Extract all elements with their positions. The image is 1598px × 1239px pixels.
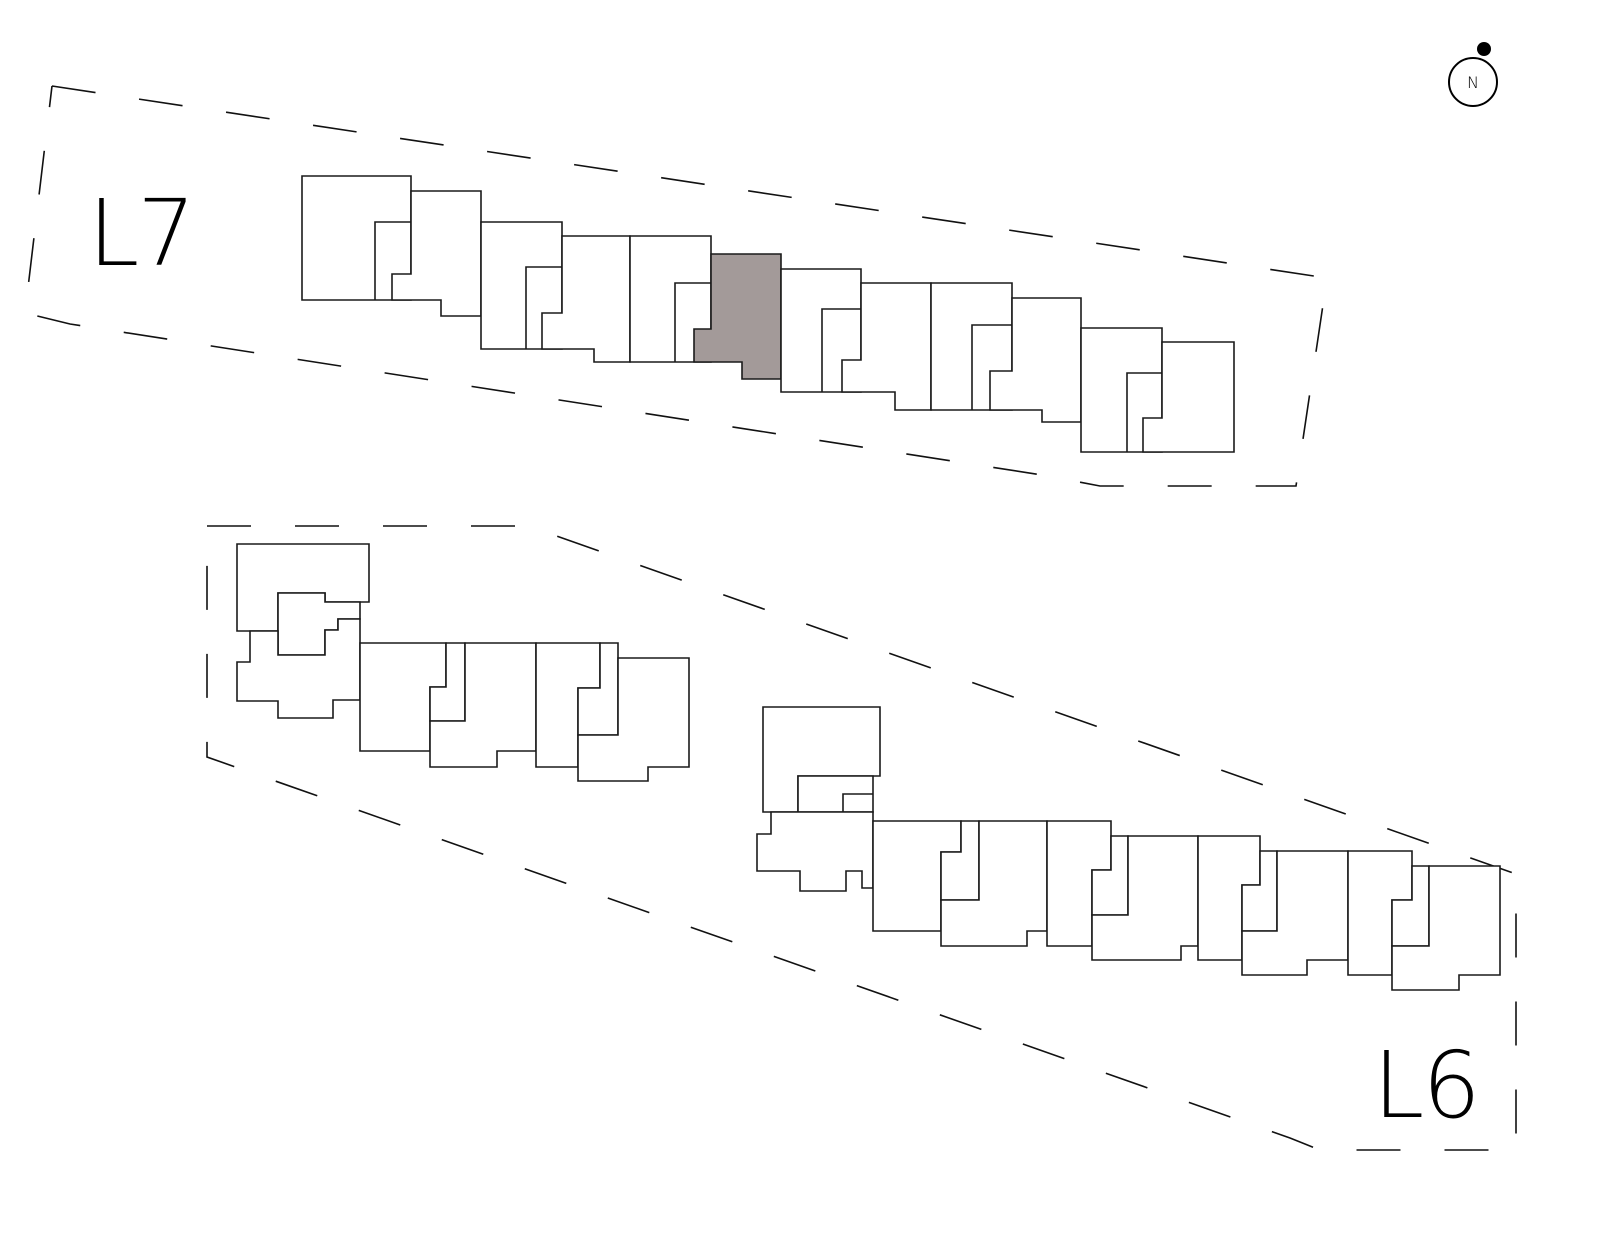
north-indicator-dot-icon xyxy=(1477,42,1491,56)
unit-l6-12[interactable] xyxy=(756,811,874,892)
compass-label: N xyxy=(1467,72,1479,92)
compass-ring: N xyxy=(1448,57,1498,107)
unit-l6-24[interactable] xyxy=(1391,865,1501,991)
unit-l7-13[interactable] xyxy=(1142,341,1235,453)
north-arrow-icon: N xyxy=(1448,42,1500,107)
level-label-l7: L7 xyxy=(88,180,196,287)
level-l6-west-units xyxy=(236,543,690,782)
level-l7-units xyxy=(301,175,1235,453)
level-l6-boundary xyxy=(206,525,1517,1151)
level-l7-boundary xyxy=(24,85,1328,487)
unit-l6-9[interactable] xyxy=(577,657,690,782)
level-label-l6: L6 xyxy=(1373,1032,1481,1139)
level-l6-east-units xyxy=(756,706,1501,991)
